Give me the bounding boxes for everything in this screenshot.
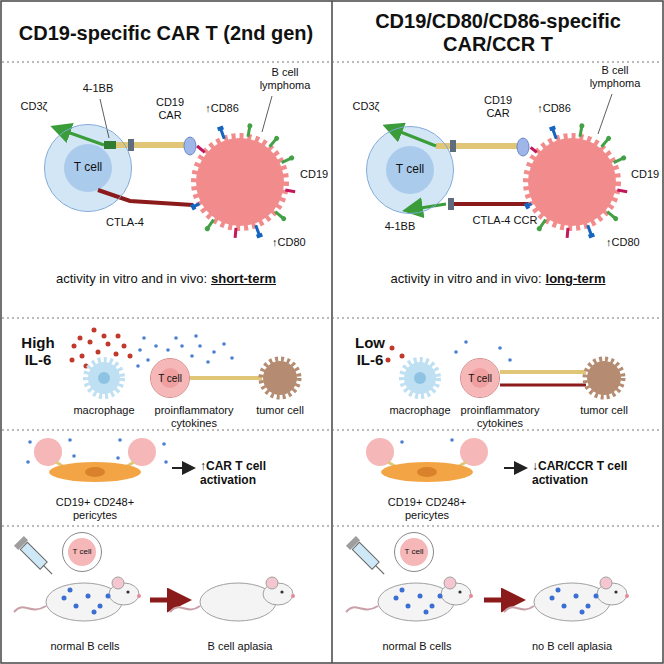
mouse-scene-left [14,533,295,621]
t-cell: T cell [366,126,454,214]
cell-name: CD19+ CD248+ pericytes [40,496,150,521]
text-row: activity in vitro and in vivo: long-term [332,272,664,287]
mouse-label: B cell aplasia [195,640,285,653]
t-cell: T cell [150,358,190,398]
cell-name: CD19+ CD248+ pericytes [372,496,482,521]
t-cell: T cell [44,124,132,212]
marker-label: ↑CD86 [532,102,576,115]
t-cell: T cell [460,358,500,398]
mouse-label: no B cell aplasia [517,640,627,653]
marker-label: CD19 [631,168,661,181]
pericyte-scene-right [366,438,524,482]
marker-label: ↑CD86 [200,102,244,115]
protein-label: CTLA-4 [100,216,150,229]
protein-label: CD19 CAR [150,96,190,121]
cell-label: T cell [158,373,182,384]
cell-name: tumor cell [245,404,315,417]
cell-label: T cell [405,548,424,557]
activity-duration: long-term [546,272,606,287]
divider [331,1,333,663]
column-title: CD19-specific CAR T (2nd gen) [6,6,326,60]
il6-scene-left [70,328,300,398]
cell-name: macrophage [66,404,142,417]
cytokine-label: proinflammatory cytokines [146,404,242,429]
car-t-scene-left [45,96,295,238]
protein-label: 4-1BB [380,220,420,233]
activation-note: ↓CAR/CCR T cell activation [532,460,658,488]
t-cell-bubble: T cell [394,532,434,572]
il6-scene-right [386,340,624,397]
il6-level: Low IL-6 [344,334,396,369]
row-separators [2,62,662,526]
pericyte-scene-left [26,438,192,482]
marker-label: ↑CD80 [606,236,654,249]
protein-label: CD3ζ [346,100,386,113]
activity-note: activity in vitro and in vivo: [56,272,207,287]
protein-label: CD3ζ [14,100,54,113]
marker-label: CD19 [300,168,330,181]
cell-label: T cell [73,548,92,557]
activation-note: ↑CAR T cell activation [200,460,324,488]
car-ccr-t-scene-right [367,94,627,238]
mouse-label: normal B cells [372,640,462,653]
mouse-scene-right [346,533,629,621]
cell-label: T cell [74,161,102,174]
activity-note: activity in vitro and in vivo: [391,272,542,287]
column-title: CD19/CD80/CD86-specific CAR/CCR T [338,6,658,60]
activity-duration: short-term [211,272,276,287]
mouse-label: normal B cells [40,640,130,653]
marker-label: ↑CD80 [272,236,320,249]
protein-label: 4-1BB [78,82,118,95]
protein-label: CTLA-4 CCR [470,214,540,227]
cell-label: T cell [396,163,424,176]
cytokine-label: proinflammatory cytokines [452,404,548,429]
cell-label: T cell [468,373,492,384]
cell-name: B cell lymphoma [580,64,650,89]
cell-name: macrophage [382,404,458,417]
t-cell-bubble: T cell [62,532,102,572]
il6-level: High IL-6 [12,334,64,369]
cell-name: B cell lymphoma [250,66,320,91]
text-row: activity in vitro and in vivo: short-term [0,272,332,287]
cell-name: tumor cell [569,404,639,417]
protein-label: CD19 CAR [476,94,520,119]
